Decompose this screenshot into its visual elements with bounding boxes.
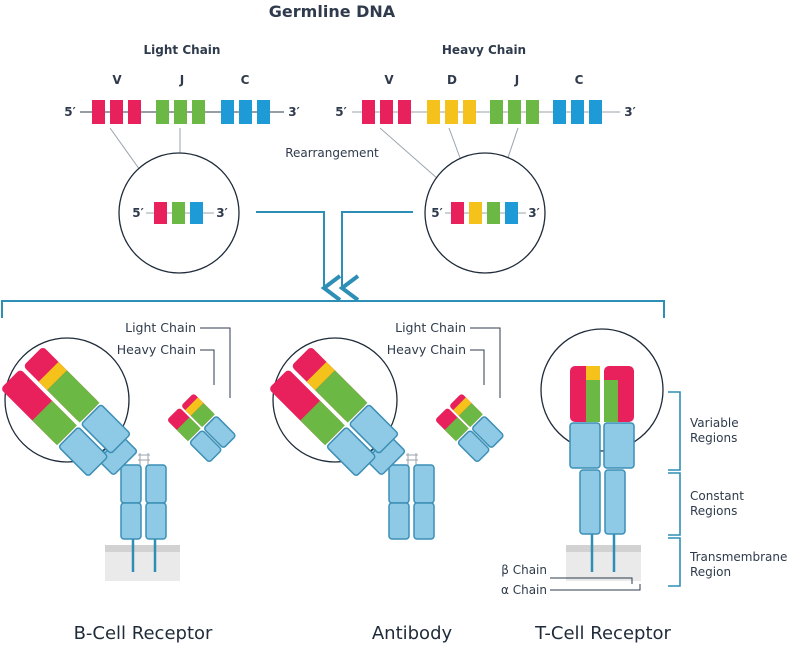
beta-chain-label: β Chain — [501, 563, 547, 577]
t-cell-receptor — [540, 328, 681, 591]
receptors-bracket — [1, 300, 665, 318]
rearranged-light-five-prime: 5′ — [132, 206, 144, 220]
constant-regions-label-box: Constant Regions — [690, 489, 744, 518]
light-three-prime: 3′ — [288, 105, 300, 119]
light-to-receptors-arrow — [256, 211, 342, 302]
bcr-heavy-chain-label: Heavy Chain — [117, 342, 196, 357]
antibody-heavy-chain-label: Heavy Chain — [387, 342, 466, 357]
antibody — [270, 327, 504, 540]
light-chain-segments — [92, 100, 270, 124]
antibody-light-chain-label: Light Chain — [395, 320, 466, 335]
rearrangement-label: Rearrangement — [285, 146, 379, 160]
rearranged-heavy-five-prime: 5′ — [431, 206, 443, 220]
light-five-prime: 5′ — [64, 105, 76, 119]
rearranged-heavy-segments — [451, 202, 518, 224]
transmembrane-region-label: Transmembrane Region — [690, 550, 788, 579]
germline-dna-title: Germline DNA — [269, 2, 396, 21]
heavy-segment-v-label: V — [384, 73, 394, 87]
heavy-chain-segments — [362, 100, 602, 124]
heavy-segment-d-label: D — [447, 73, 457, 87]
segment-c-label: C — [241, 73, 250, 87]
heavy-three-prime: 3′ — [624, 105, 636, 119]
rearranged-light-three-prime: 3′ — [216, 206, 228, 220]
rearranged-heavy-three-prime: 3′ — [528, 206, 540, 220]
variable-regions-label: Variable Regions — [690, 416, 739, 445]
antibody-caption: Antibody — [372, 623, 453, 644]
constant-regions-label: Constant Regions — [690, 489, 744, 518]
bcr-light-chain-label: Light Chain — [125, 320, 196, 335]
heavy-segment-j-label: J — [514, 73, 519, 87]
segment-j-label: J — [179, 73, 184, 87]
alpha-chain-label: α Chain — [501, 583, 547, 597]
transmembrane-region-label-box: Transmembrane Region — [690, 550, 788, 579]
b-cell-receptor — [2, 327, 236, 581]
light-chain-label: Light Chain — [144, 43, 221, 57]
rearranged-light-segments — [154, 202, 203, 224]
bcr-caption: B-Cell Receptor — [74, 623, 213, 644]
tcr-caption: T-Cell Receptor — [534, 623, 671, 644]
segment-v-label: V — [112, 73, 122, 87]
heavy-segment-c-label: C — [575, 73, 584, 87]
heavy-five-prime: 5′ — [335, 105, 347, 119]
variable-regions-label-box: Variable Regions — [690, 416, 739, 445]
heavy-chain-label: Heavy Chain — [442, 43, 526, 57]
heavy-to-receptors-arrow — [338, 211, 413, 302]
